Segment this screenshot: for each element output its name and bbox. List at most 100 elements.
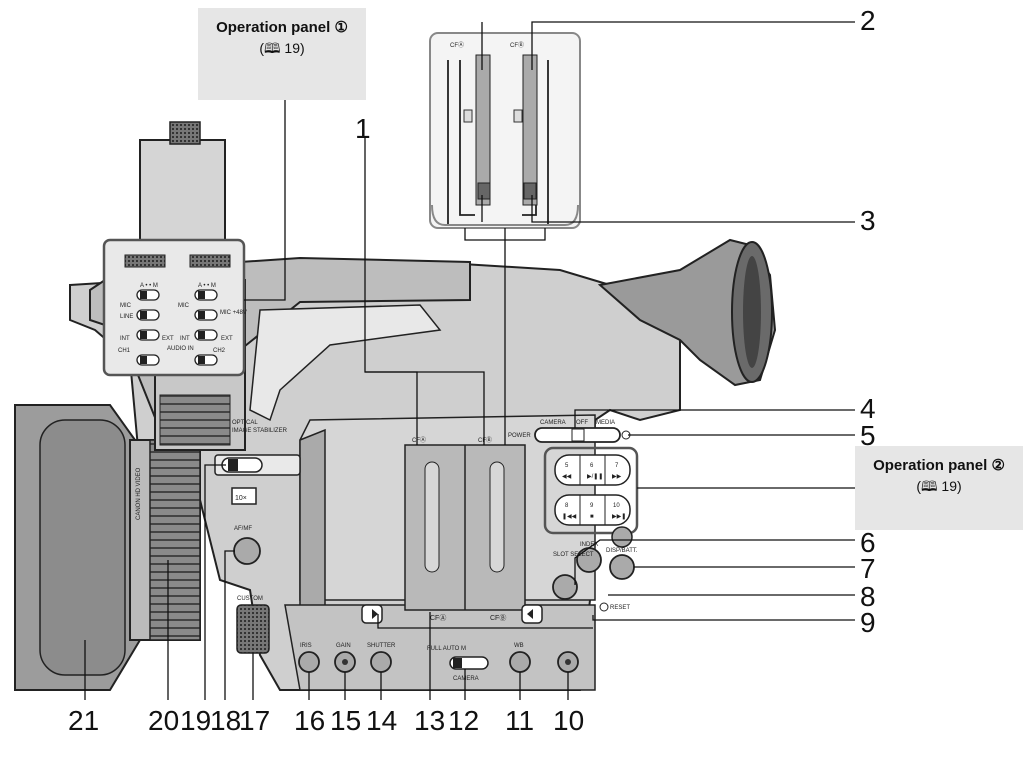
iris-button[interactable]	[298, 651, 320, 673]
cf-slot-b[interactable]	[522, 54, 538, 206]
play-pause-icon: ▶/❚❚	[587, 473, 603, 480]
off-label: OFF	[576, 420, 588, 426]
cf-slot-a[interactable]	[475, 54, 491, 206]
mic48-label: MIC +48V	[220, 310, 247, 316]
button-5[interactable]: 5	[565, 463, 569, 469]
audio-panel: A • • M A • • M MIC LINE MIC MIC +48V IN…	[102, 238, 247, 377]
label-2: 2	[860, 5, 876, 36]
audio-in-label: AUDIO IN	[167, 346, 194, 352]
bottom-buttons: IRIS GAIN SHUTTER WB FULL AUTO M CAMERA	[298, 643, 579, 682]
label-17: 17	[239, 705, 270, 736]
ext-label: EXT	[162, 336, 174, 342]
card-cover-b[interactable]	[489, 461, 505, 573]
audio-level-knob-ch1[interactable]	[124, 254, 166, 268]
label-21: 21	[68, 705, 99, 736]
label-6: 6	[860, 527, 876, 558]
label-1: 1	[355, 113, 371, 144]
rewind-icon: ◀◀	[562, 474, 572, 480]
audio-level-knob-ch2[interactable]	[189, 254, 231, 268]
label-20: 20	[148, 705, 179, 736]
eject-button-a[interactable]	[477, 182, 491, 200]
label-4: 4	[860, 393, 876, 424]
label-7: 7	[860, 553, 876, 584]
side-buttons: SLOT SELECT INDEX DISP/BATT. RESET	[552, 526, 638, 612]
index-label: INDEX	[580, 542, 598, 548]
label-8: 8	[860, 581, 876, 612]
disp-batt-button[interactable]	[609, 554, 635, 580]
af-mf-label: AF/MF	[234, 526, 252, 532]
wb-button[interactable]	[509, 651, 531, 673]
cfb-cover-label: CFⒷ	[490, 614, 506, 622]
af-mf-button[interactable]	[233, 537, 261, 565]
leader-lines	[84, 21, 855, 700]
skip-back-icon: ❚◀◀	[562, 513, 577, 520]
button-6[interactable]: 6	[590, 463, 594, 469]
button-10[interactable]: 10	[613, 503, 620, 509]
operation-panel-2-callout: Operation panel ② (🕮 19)	[855, 446, 1023, 530]
button-7[interactable]: 7	[615, 463, 619, 469]
wb-label: WB	[514, 643, 524, 649]
button-8[interactable]: 8	[565, 503, 569, 509]
label-10: 10	[553, 705, 584, 736]
operation-panel-1-title: Operation panel ①	[216, 19, 348, 36]
custom-dial[interactable]	[236, 604, 270, 654]
ch2-label: CH2	[213, 348, 226, 354]
slot-select-button[interactable]	[552, 574, 578, 600]
label-3: 3	[860, 205, 876, 236]
power-switch[interactable]: POWER CAMERA OFF MEDIA	[508, 420, 621, 443]
reset-button[interactable]	[599, 602, 609, 612]
ext-label: EXT	[221, 336, 233, 342]
int-label: INT	[180, 336, 190, 342]
mic-label: MIC	[178, 303, 190, 309]
camera-switch-label: CAMERA	[453, 676, 479, 682]
label-9: 9	[860, 607, 876, 638]
zoom-label: 10×	[235, 495, 247, 502]
operation-panel-1-ref: (🕮 19)	[259, 40, 305, 56]
reset-label: RESET	[610, 605, 630, 611]
label-19: 19	[180, 705, 211, 736]
line-label: LINE	[120, 314, 133, 320]
canon-hd-label: CANON HD VIDEO	[136, 467, 142, 520]
card-cover-a[interactable]	[424, 461, 440, 573]
label-18: 18	[210, 705, 241, 736]
ch1-label: CH1	[118, 348, 131, 354]
cfa-label: CFⒶ	[450, 41, 464, 49]
skip-forward-icon: ▶▶❚	[612, 513, 626, 520]
operation-panel-2-ref: (🕮 19)	[916, 478, 962, 494]
stop-icon: ■	[590, 514, 594, 520]
cfb-label: CFⒷ	[510, 41, 524, 49]
cfa-cover-label: CFⒶ	[430, 614, 446, 622]
label-14: 14	[366, 705, 397, 736]
lens-controls: OPTICAL IMAGE STABILIZER 10× AF/MF CUSTO…	[136, 420, 301, 654]
disp-batt-label: DISP/BATT.	[606, 548, 638, 554]
optical-label: OPTICAL	[232, 420, 258, 426]
eject-button-b[interactable]	[523, 182, 537, 200]
full-auto-label: FULL AUTO M	[427, 646, 466, 652]
camera-label: CAMERA	[540, 420, 566, 426]
power-label: POWER	[508, 433, 531, 439]
shutter-button[interactable]	[370, 651, 392, 673]
card-slot-inset: CFⒶ CFⒷ	[429, 32, 581, 229]
am-label: A • • M	[198, 283, 216, 289]
media-label: MEDIA	[596, 420, 615, 426]
button-9[interactable]: 9	[590, 503, 594, 509]
cfb-top-label: CFⒷ	[478, 436, 492, 444]
label-5: 5	[860, 420, 876, 451]
callout-numbers: 1 2 3 4 5 6 7 8 9 10 11 12 13 14 15 16 1…	[68, 5, 876, 736]
label-11: 11	[505, 705, 534, 736]
int-label: INT	[120, 336, 130, 342]
label-12: 12	[448, 705, 479, 736]
zoom-ring[interactable]	[149, 439, 201, 641]
camera-body	[14, 121, 777, 691]
shutter-label: SHUTTER	[367, 643, 396, 649]
gain-label: GAIN	[336, 643, 351, 649]
operation-panel-1-callout: Operation panel ① (🕮 19)	[198, 8, 366, 100]
image-stab-label: IMAGE STABILIZER	[232, 428, 288, 434]
label-13: 13	[414, 705, 445, 736]
mic-label: MIC	[120, 303, 132, 309]
am-label: A • • M	[140, 283, 158, 289]
cfa-top-label: CFⒶ	[412, 436, 426, 444]
slot-select-label: SLOT SELECT	[553, 552, 594, 558]
iris-label: IRIS	[300, 643, 312, 649]
card-slot-covers: CFⒶ CFⒷ CFⒶ CFⒷ	[361, 436, 543, 624]
